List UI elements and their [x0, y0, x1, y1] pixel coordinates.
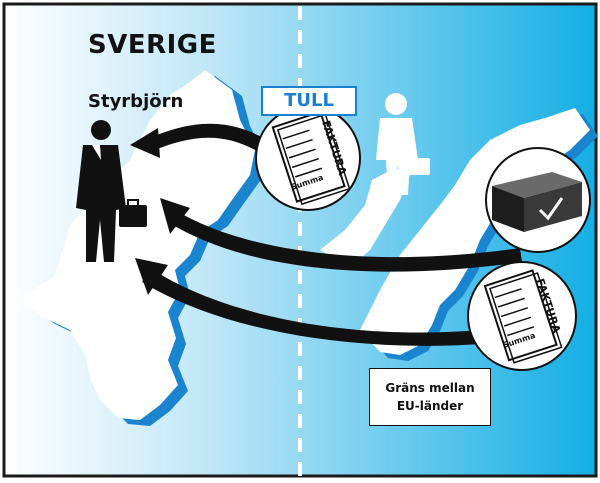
eu-border-caption-line1: Gräns mellan — [385, 381, 475, 395]
businessman-icon — [76, 120, 147, 262]
package-box-icon — [485, 147, 591, 253]
businessman-silhouette-icon — [376, 93, 430, 195]
country-label: SVERIGE — [88, 30, 217, 60]
arrow-icon — [130, 123, 522, 346]
sweden-map — [20, 70, 265, 426]
invoice-document-icon — [255, 105, 361, 211]
invoice-document-icon-2 — [467, 261, 577, 371]
eu-border-caption: Gräns mellan EU-länder — [369, 368, 491, 426]
eu-border-caption-line2: EU-länder — [396, 399, 464, 413]
person-name-label: Styrbjörn — [88, 91, 184, 112]
customs-label: TULL — [261, 86, 357, 116]
